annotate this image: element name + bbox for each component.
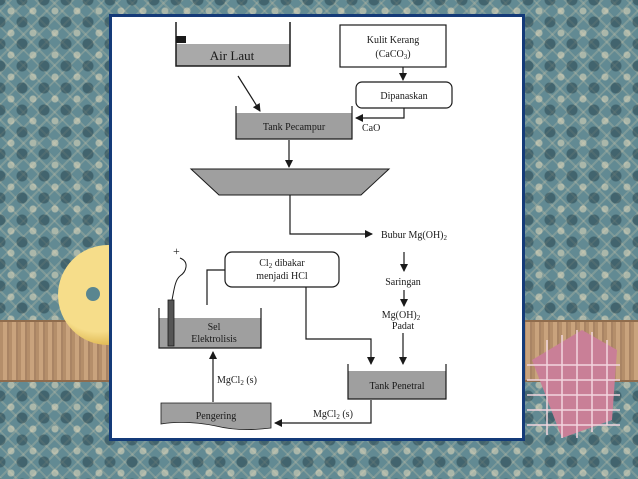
mgcl2-bottom-label: MgCl2 (s) [313,409,353,421]
tank-penetral: Tank Penetral [347,364,447,400]
arrow-penetral-to-pengering [274,400,372,427]
arrow-cao [355,108,405,122]
mgcl2-up-label: MgCl2 (s) [217,375,257,387]
mgoh2-label: Mg(OH)2 [382,310,421,322]
cl2-box: Cl2 dibakar menjadi HCl [224,251,340,288]
cl2-label: Cl2 dibakar [259,258,305,270]
decorative-heart [527,330,620,438]
tank-pecampur-label: Tank Pecampur [263,122,326,133]
pengering-box: Pengering [160,402,272,430]
tank-penetral-label: Tank Penetral [369,381,424,392]
padat-label: Padat [392,321,414,332]
electrode-wire [171,257,187,301]
cao-label: CaO [362,123,380,134]
air-laut-tank: Air Laut [175,22,291,67]
dipanaskan-label: Dipanaskan [380,91,427,102]
air-laut-label: Air Laut [210,48,255,63]
plus-sign: + [173,244,180,258]
sel-label: Sel [208,322,221,333]
bubur-label: Bubur Mg(OH)2 [381,230,448,242]
button-hole [86,287,100,301]
menjadi-hcl-label: menjadi HCl [256,271,308,282]
dipanaskan-box: Dipanaskan [355,81,453,109]
pengering-label: Pengering [196,411,237,422]
saringan-label: Saringan [385,277,421,288]
arrow-hcl-to-penetral [305,287,375,365]
arrow-funnel-to-bubur [289,195,373,238]
settling-funnel [189,168,391,196]
kulit-kerang-label: Kulit Kerang [367,35,420,46]
kulit-kerang-box: Kulit Kerang (CaCO3) [339,24,447,68]
elektrolisis-label: Elektrolisis [191,334,237,345]
arrow-airlaut-to-tank [237,75,261,112]
slide-frame [109,14,525,441]
electrode [167,299,175,347]
caco3-label: (CaCO3) [375,49,410,61]
electrolysis-cell: Sel Elektrolisis [158,299,262,349]
line-cell-to-cl2 [206,269,225,305]
tank-pecampur: Tank Pecampur [235,106,353,140]
